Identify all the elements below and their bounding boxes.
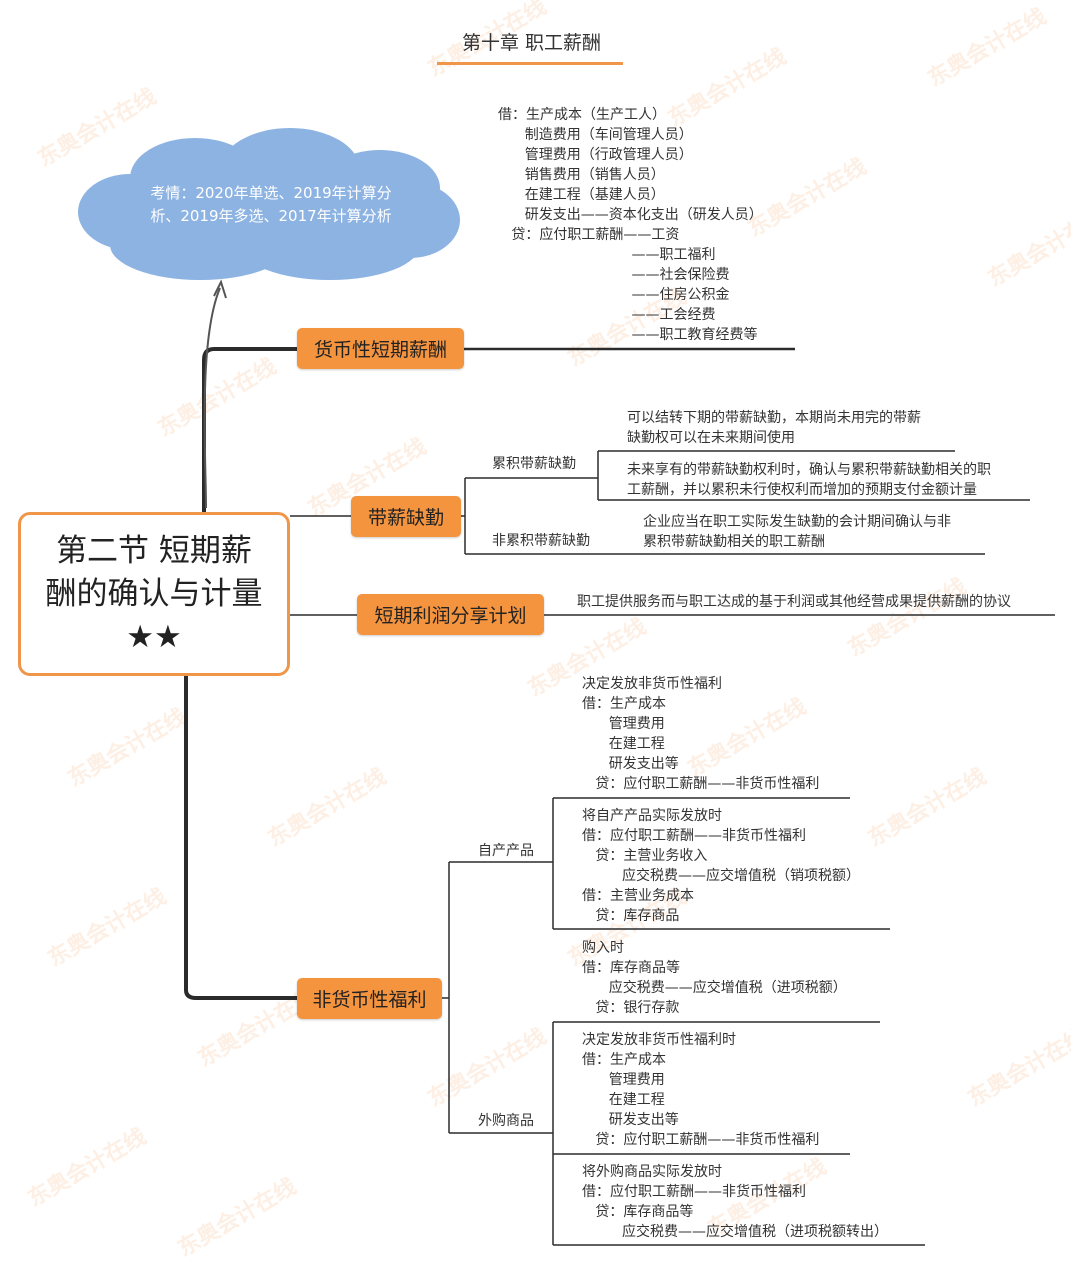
entry-line: 借：生产成本（生产工人）: [498, 107, 666, 123]
entry-line: 销售费用（销售人员）: [498, 167, 665, 183]
branch-profit-sharing-plan: 短期利润分享计划: [357, 594, 544, 635]
accumulating-note-1: 可以结转下期的带薪缺勤，本期尚未用完的带薪 缺勤权可以在未来期间使用: [627, 410, 921, 446]
sub-self-produced: 自产产品: [478, 843, 534, 859]
self-produced-entry-1: 决定发放非货币性福利 借：生产成本 管理费用 在建工程 研发支出等 贷：应付职工…: [582, 676, 820, 792]
title-underline: [437, 62, 623, 65]
entry-line: 管理费用（行政管理人员）: [498, 147, 693, 163]
branch1-entries: 借：生产成本（生产工人） 制造费用（车间管理人员） 管理费用（行政管理人员） 销…: [498, 105, 763, 345]
cloud-shape: [78, 128, 460, 280]
branch-monetary-short-term-pay: 货币性短期薪酬: [297, 328, 464, 369]
cloud-text: 考情：2020年单选、2019年计算分析、2019年多选、2017年计算分析: [150, 184, 392, 225]
self-produced-entry-2: 将自产产品实际发放时 借：应付职工薪酬——非货币性福利 贷：主营业务收入 应交税…: [582, 808, 861, 924]
sub-accumulating-absence: 累积带薪缺勤: [492, 456, 576, 472]
entry-line: ——社会保险费: [498, 267, 730, 283]
accumulating-note-2: 未来享有的带薪缺勤权利时，确认与累积带薪缺勤相关的职 工薪酬，并以累积未行使权利…: [627, 462, 991, 498]
page-title: 第十章 职工薪酬: [461, 32, 602, 54]
entry-line: 贷：应付职工薪酬——工资: [498, 227, 680, 243]
entry-line: 制造费用（车间管理人员）: [498, 127, 693, 143]
profit-sharing-desc: 职工提供服务而与职工达成的基于利润或其他经营成果提供薪酬的协议: [577, 594, 1011, 610]
entry-line: 研发支出——资本化支出（研发人员）: [498, 207, 763, 223]
entry-line: ——工会经费: [498, 307, 716, 323]
sub-purchased-goods: 外购商品: [478, 1113, 534, 1129]
branch-paid-absence: 带薪缺勤: [351, 496, 461, 537]
branch-non-monetary-benefits: 非货币性福利: [297, 978, 442, 1019]
entry-line: ——职工教育经费等: [498, 327, 758, 343]
purchased-entry-3: 将外购商品实际发放时 借：应付职工薪酬——非货币性福利 贷：库存商品等 应交税费…: [582, 1164, 889, 1240]
purchased-entry-2: 决定发放非货币性福利时 借：生产成本 管理费用 在建工程 研发支出等 贷：应付职…: [582, 1032, 820, 1148]
purchased-entry-1: 购入时 借：库存商品等 应交税费——应交增值税（进项税额） 贷：银行存款: [582, 940, 847, 1016]
entry-line: 在建工程（基建人员）: [498, 187, 665, 203]
entry-line: ——职工福利: [498, 247, 716, 263]
non-accumulating-note: 企业应当在职工实际发生缺勤的会计期间确认与非 累积带薪缺勤相关的职工薪酬: [643, 514, 951, 550]
entry-line: ——住房公积金: [498, 287, 730, 303]
central-topic: 第二节 短期薪酬的确认与计量★★: [18, 512, 290, 676]
sub-non-accumulating-absence: 非累积带薪缺勤: [492, 533, 590, 549]
